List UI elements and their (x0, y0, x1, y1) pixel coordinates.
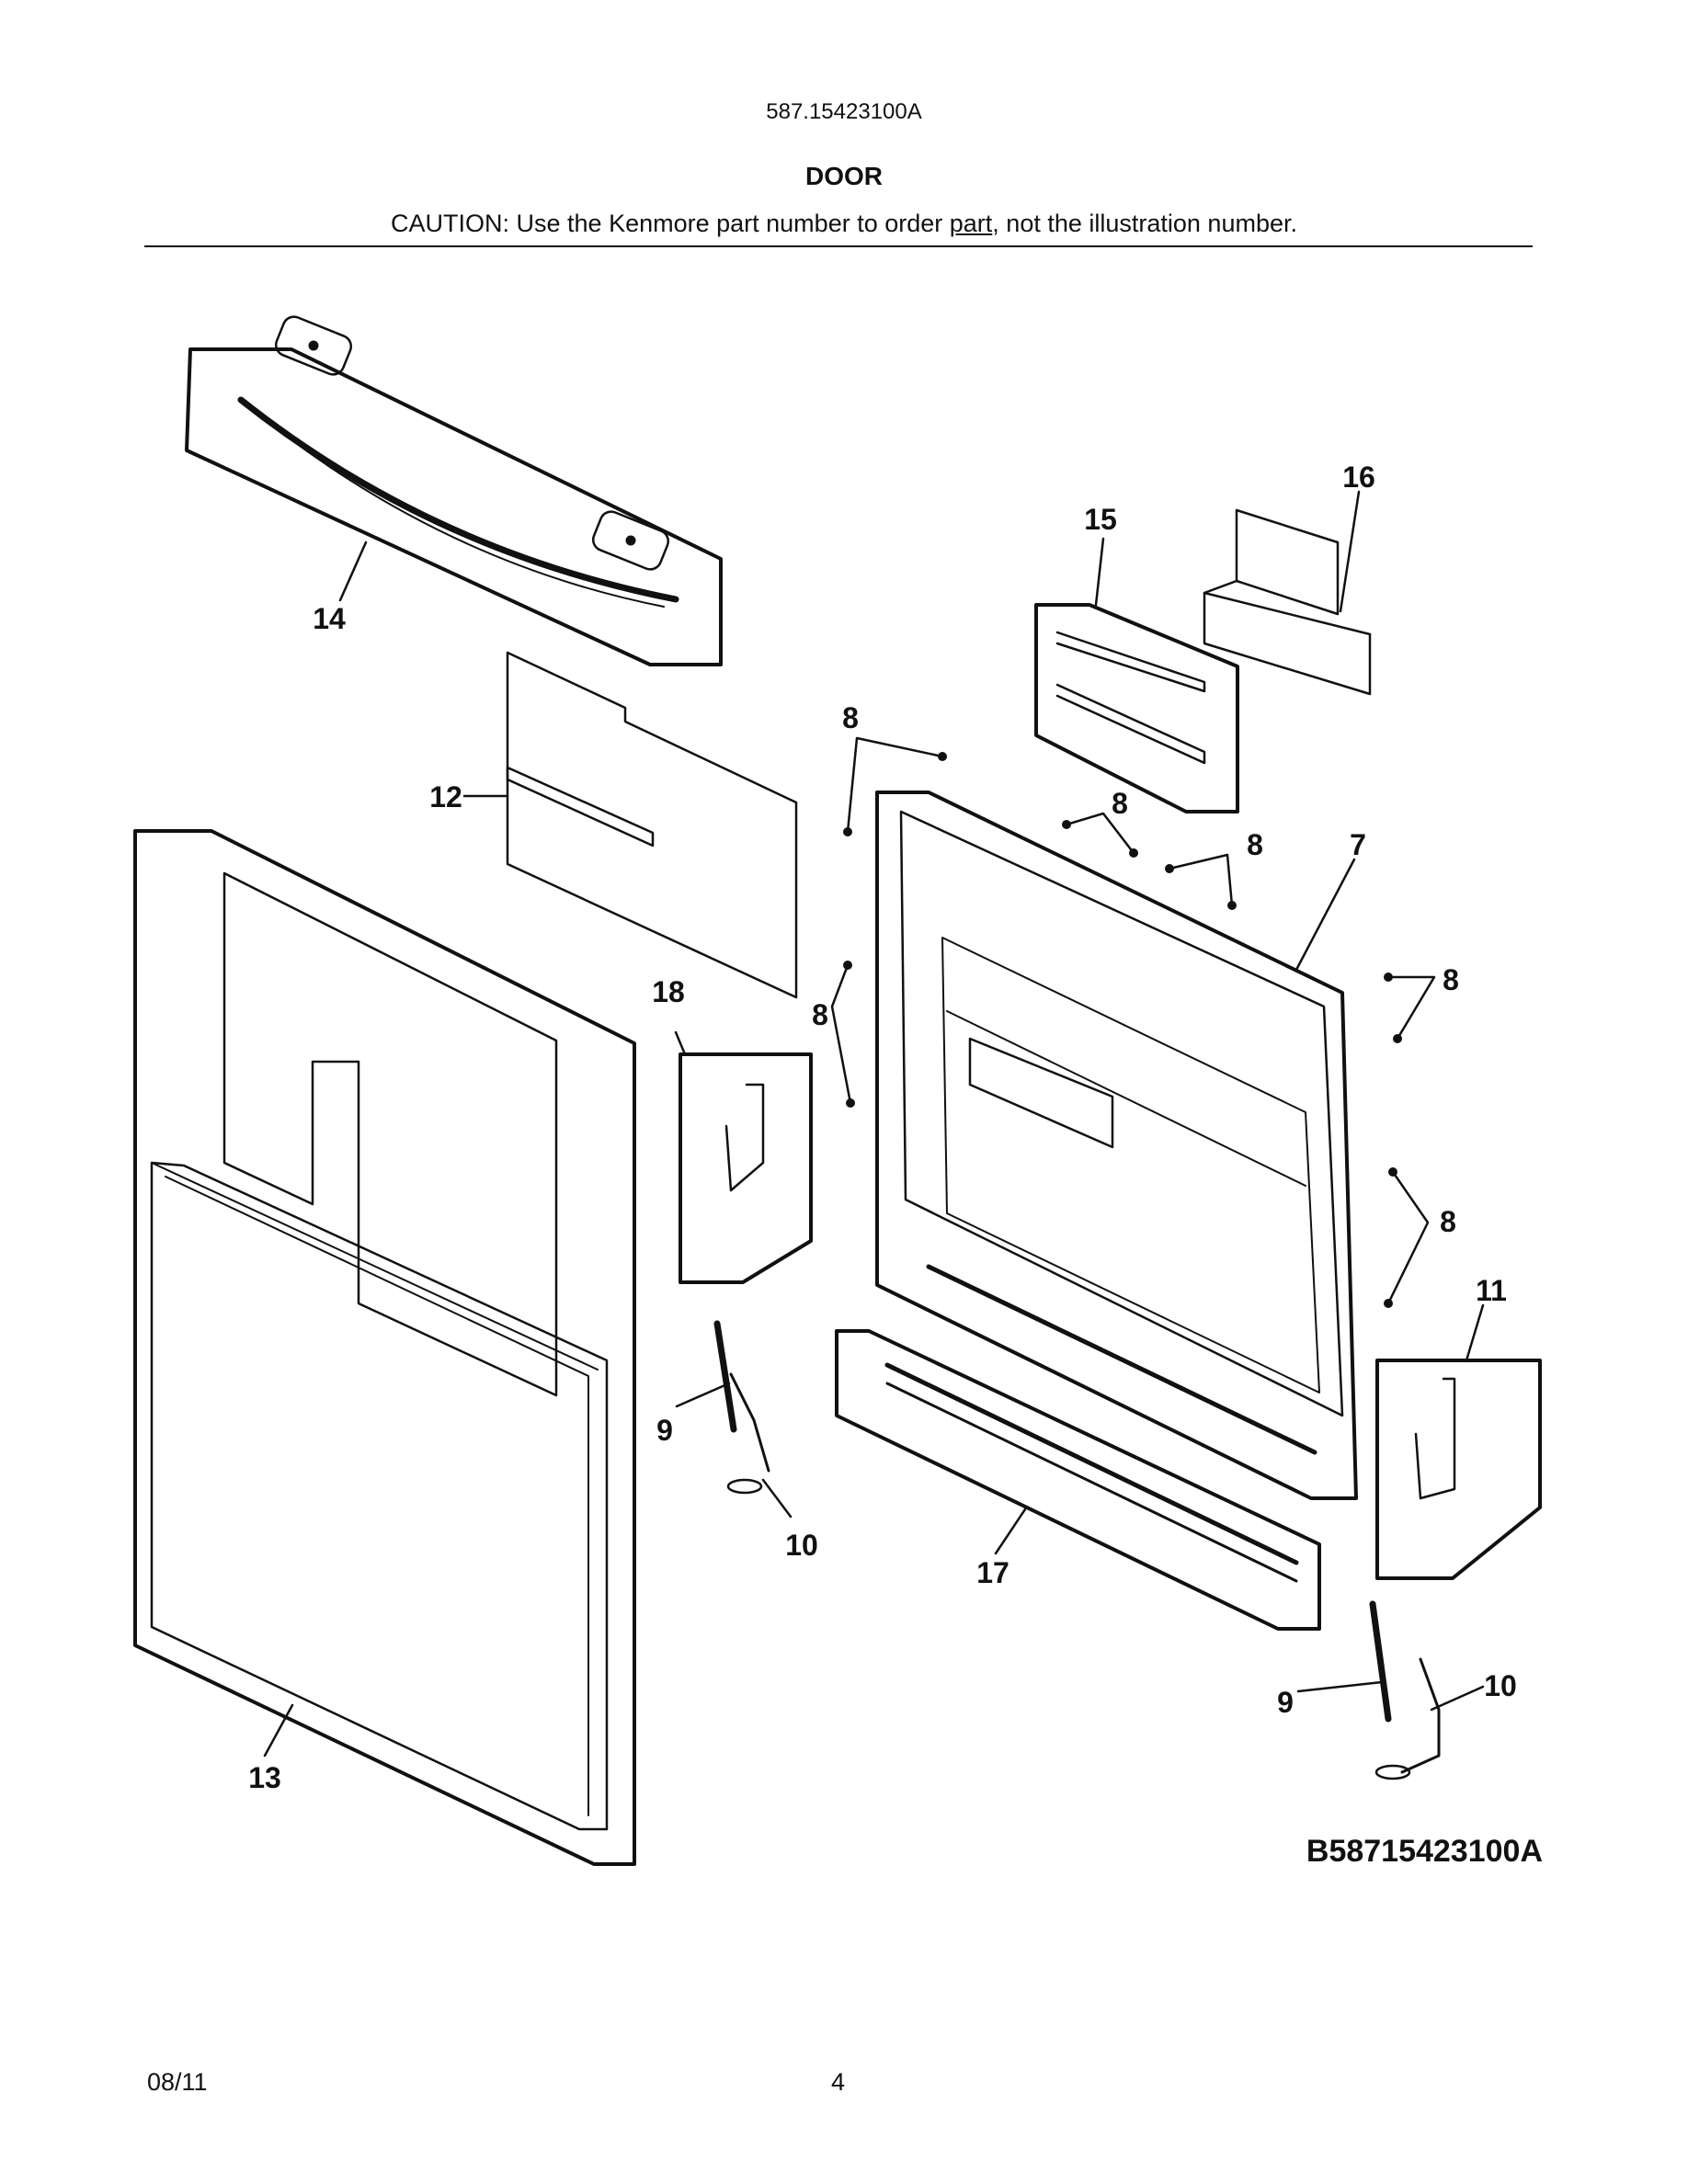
part-11-hinge-assembly (1375, 1359, 1542, 1580)
callout-7: 7 (1350, 828, 1366, 861)
callout-17: 17 (976, 1556, 1009, 1589)
callout-15: 15 (1084, 503, 1117, 536)
callout-11: 11 (1476, 1274, 1507, 1307)
part-16-dispenser (1203, 508, 1372, 696)
caution-note: CAUTION: Use the Kenmore part number to … (0, 210, 1688, 238)
model-number: 587.15423100A (766, 99, 922, 124)
diagram-code: B58715423100A (1306, 1834, 1543, 1869)
part-8-screws (843, 752, 1402, 1308)
callout-9-right: 9 (1277, 1686, 1294, 1719)
callout-8-d: 8 (1443, 963, 1459, 996)
part-10-rod-left (726, 1372, 770, 1495)
part-7-inner-door (875, 791, 1358, 1500)
caution-text-before: CAUTION: Use the Kenmore part number to … (391, 210, 950, 237)
callout-8-c: 8 (1247, 828, 1263, 861)
callout-8-b: 8 (1112, 787, 1128, 820)
part-13-outer-door (133, 829, 636, 1866)
callout-8-f: 8 (1440, 1205, 1456, 1238)
part-10-rod-right (1374, 1657, 1441, 1780)
callout-10-right: 10 (1484, 1669, 1517, 1702)
part-9-spring-right (1369, 1600, 1392, 1723)
part-9-spring-left (713, 1320, 737, 1433)
callout-16: 16 (1342, 461, 1375, 494)
header-rule (144, 245, 1533, 247)
section-title: DOOR (805, 162, 883, 190)
callout-18: 18 (652, 975, 685, 1008)
callout-10-left: 10 (785, 1529, 818, 1562)
callout-9-left: 9 (656, 1414, 673, 1447)
part-15-bracket-set (1034, 603, 1239, 813)
callout-8-e: 8 (812, 998, 828, 1031)
callout-13: 13 (248, 1761, 281, 1794)
caution-text-after: , not the illustration number. (992, 210, 1297, 237)
callout-12: 12 (429, 780, 462, 813)
part-12-panel (506, 651, 798, 999)
part-17-rail (835, 1329, 1321, 1631)
page-number: 4 (831, 2068, 846, 2096)
part-18-hinge-assembly (679, 1052, 813, 1284)
callout-14: 14 (313, 602, 346, 635)
part-14-handle-panel (185, 315, 723, 666)
caution-underlined-word: part (949, 210, 993, 237)
footer-date: 08/11 (147, 2068, 208, 2096)
callout-8-a: 8 (842, 701, 859, 734)
callout-leader-lines (263, 490, 1485, 1757)
